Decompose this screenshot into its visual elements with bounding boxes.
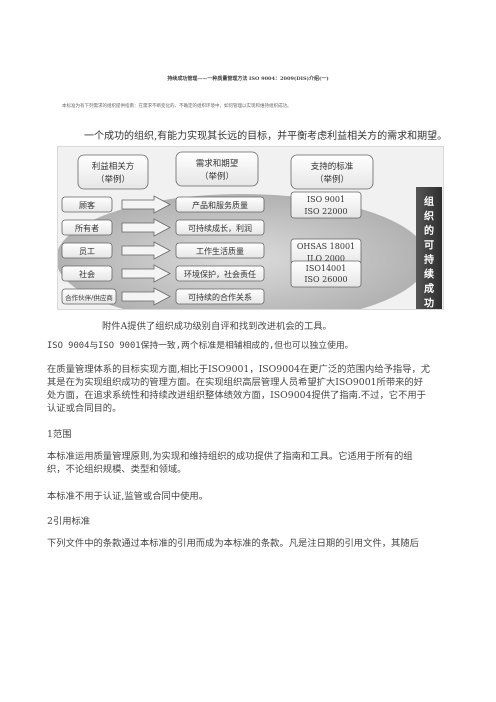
- need-label: 产品和服务质量: [192, 200, 248, 210]
- stakeholder-label: 合作伙伴/供应商: [65, 293, 113, 302]
- header-needs-line1: 需求和期望: [196, 158, 239, 169]
- header-needs: 需求和期望 （举例）: [175, 151, 259, 187]
- stakeholder-label: 社会: [79, 269, 95, 279]
- stakeholder-label: 所有者: [75, 223, 99, 233]
- stakeholder-label: 员工: [79, 247, 95, 256]
- stakeholder-label: 顾客: [79, 200, 95, 210]
- row-customer: 顾客 产品和服务质量 ISO 9001 ISO 22000: [61, 191, 362, 219]
- side-label-char: 续: [424, 268, 434, 281]
- need-label: 可持续的合作关系: [188, 292, 252, 302]
- side-label-char: 持: [424, 253, 434, 266]
- paragraph-annex: 附件A提供了组织成功级别自评和找到改进机会的工具。: [102, 321, 332, 332]
- standards-box: [290, 260, 362, 288]
- arrow-icon: [121, 218, 171, 237]
- side-label-char: 功: [424, 297, 434, 310]
- arrow-icon: [121, 264, 171, 283]
- row-employee: 员工 工作生活质量 OHSAS 18001 ILO 2000: [61, 238, 362, 266]
- standard-label: OHSAS 18001: [297, 242, 355, 251]
- standard-label: ILO 2000: [307, 254, 345, 263]
- side-label-char: 织: [424, 210, 434, 223]
- header-standards-line1: 支持的标准: [311, 161, 354, 172]
- standard-label: ISO 26000: [304, 275, 347, 284]
- need-label: 可持续成长，利润: [188, 223, 252, 233]
- standard-label: ISO14001: [306, 264, 347, 273]
- header-standards: 支持的标准 （举例）: [290, 154, 374, 190]
- paragraph-line: 处方面，在追求系统性和持续改进组织整体绩效方面，ISO9004提供了指南.不过，…: [47, 390, 426, 401]
- paragraph-line: 织，不论组织规模、类型和领域。: [47, 464, 187, 475]
- side-label-char: 成: [424, 282, 434, 295]
- paragraph-line: 认证或合同目的。: [47, 403, 122, 414]
- standard-label: ISO 9001: [307, 195, 345, 204]
- paragraph-scope: 本标准运用质量管理原则,为实现和维持组织的成功提供了指南和工具。它适用于所有的组…: [47, 450, 447, 476]
- section-heading-references: 2引用标准: [47, 516, 91, 527]
- arrow-icon: [121, 241, 171, 260]
- stakeholder-diagram: 利益相关方 （举例） 需求和期望 （举例） 支持的标准 （举例） 顾客 产品和服…: [58, 151, 442, 309]
- need-label: 环境保护，社会责任: [184, 269, 256, 279]
- paragraph-no-certification: 本标准不用于认证,监管或合同中使用。: [47, 491, 209, 502]
- paragraph-line: 其是在为实现组织成功的管理方面。在实现组织高层管理人员希望扩大ISO9001所带…: [47, 377, 424, 388]
- header-standards-line2: （举例）: [315, 174, 349, 185]
- side-label-char: 的: [424, 224, 434, 237]
- paragraph-line: 在质量管理体系的目标实现方面,相比于ISO9001，ISO9004在更广泛的范围…: [47, 364, 431, 375]
- arrow-icon: [121, 195, 171, 214]
- paragraph-consistency: ISO 9004与ISO 9001保持一致,两个标准是相辅相成的,但也可以独立使…: [47, 341, 354, 351]
- side-label-char: 可: [424, 240, 434, 252]
- standards-box: [290, 191, 362, 219]
- row-owner: 所有者 可持续成长，利润: [61, 218, 265, 237]
- paragraph-references: 下列文件中的条款通过本标准的引用而成为本标准的条款。凡是注日期的引用文件，其随后: [47, 538, 419, 549]
- document-subtitle: 本标准为有下列需求的组织提供指南：在需求不断变化的、不确定的组织环境中，如何管理…: [62, 104, 292, 109]
- header-stakeholders-line1: 利益相关方: [92, 161, 135, 172]
- paragraph-scope-intro: 在质量管理体系的目标实现方面,相比于ISO9001，ISO9004在更广泛的范围…: [47, 363, 447, 415]
- arrow-icon: [121, 287, 171, 306]
- document-title: 持续成功管理——一种质量管理方法 ISO 9004：2009(DIS)介绍(一): [167, 76, 329, 82]
- standard-label: ISO 22000: [304, 207, 347, 216]
- header-stakeholders-line2: （举例）: [96, 174, 130, 185]
- section-heading-scope: 1范围: [47, 429, 72, 440]
- side-label-char: 组: [424, 195, 434, 208]
- lead-paragraph: 一个成功的组织,有能力实现其长远的目标，并平衡考虑利益相关方的需求和期望。: [84, 131, 448, 142]
- row-partner: 合作伙伴/供应商 可持续的合作关系: [61, 287, 265, 306]
- stakeholder-figure: 利益相关方 （举例） 需求和期望 （举例） 支持的标准 （举例） 顾客 产品和服…: [57, 146, 444, 310]
- header-stakeholders: 利益相关方 （举例）: [77, 154, 149, 190]
- header-needs-line2: （举例）: [200, 171, 234, 182]
- need-label: 工作生活质量: [196, 246, 244, 256]
- paragraph-line: 本标准运用质量管理原则,为实现和维持组织的成功提供了指南和工具。它适用于所有的组: [47, 451, 413, 462]
